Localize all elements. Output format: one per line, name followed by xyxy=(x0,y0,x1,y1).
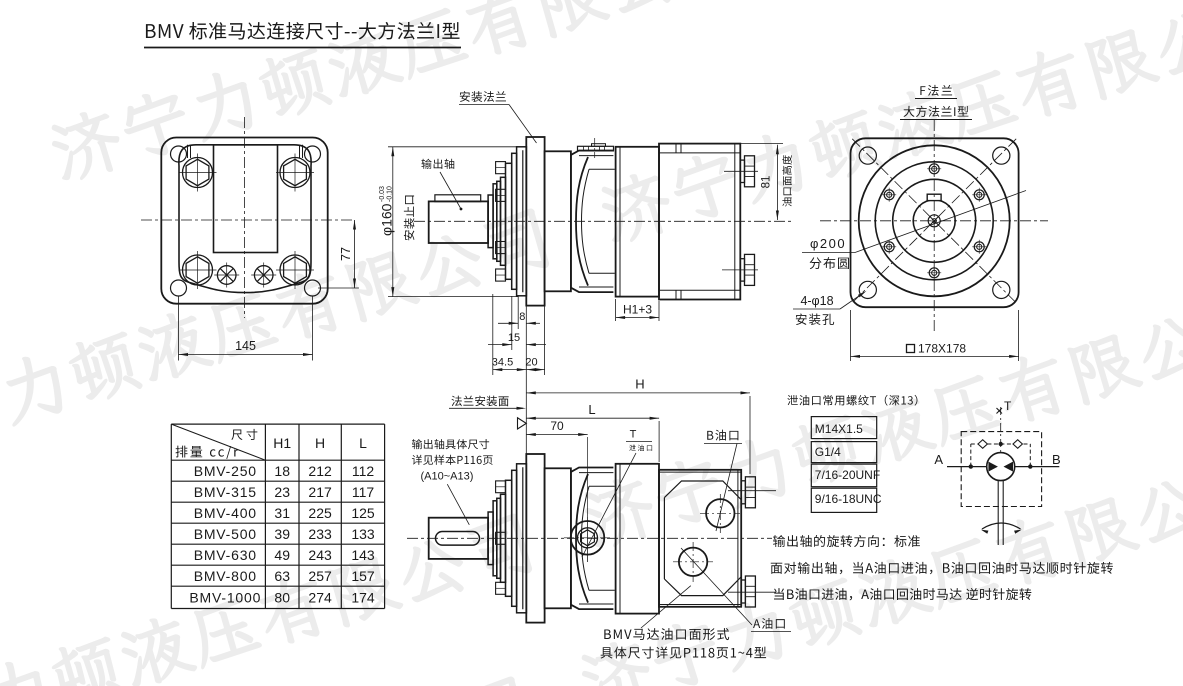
svg-text:20: 20 xyxy=(525,356,537,368)
svg-text:H: H xyxy=(635,377,644,392)
svg-text:φ200: φ200 xyxy=(810,236,846,251)
svg-text:7/16-20UNF: 7/16-20UNF xyxy=(815,468,880,482)
svg-text:18: 18 xyxy=(274,463,290,479)
svg-text:77: 77 xyxy=(339,247,353,261)
svg-text:T: T xyxy=(630,429,637,441)
svg-text:4-φ18: 4-φ18 xyxy=(800,294,833,308)
svg-text:178X178: 178X178 xyxy=(918,342,966,356)
svg-text:M14X1.5: M14X1.5 xyxy=(815,422,863,436)
svg-text:70: 70 xyxy=(550,419,564,433)
svg-text:274: 274 xyxy=(308,590,332,606)
svg-text:φ160: φ160 xyxy=(379,203,395,236)
svg-text:H1+3: H1+3 xyxy=(623,302,652,316)
svg-text:157: 157 xyxy=(351,568,375,584)
svg-text:H: H xyxy=(315,435,325,451)
svg-text:L: L xyxy=(359,435,367,451)
svg-text:A: A xyxy=(934,452,943,467)
svg-text:145: 145 xyxy=(235,339,256,353)
svg-text:8: 8 xyxy=(519,311,525,323)
svg-text:BMV-500: BMV-500 xyxy=(194,526,257,542)
svg-text:174: 174 xyxy=(351,590,375,606)
svg-text:15: 15 xyxy=(508,332,520,344)
svg-text:34.5: 34.5 xyxy=(492,356,513,368)
svg-text:T: T xyxy=(1004,399,1012,413)
svg-text:B: B xyxy=(1052,452,1061,467)
svg-text:112: 112 xyxy=(352,463,375,479)
svg-text:133: 133 xyxy=(351,526,375,542)
svg-text:217: 217 xyxy=(308,484,332,500)
svg-text:243: 243 xyxy=(308,547,332,563)
svg-text:49: 49 xyxy=(274,547,290,563)
svg-text:BMV-1000: BMV-1000 xyxy=(189,590,261,606)
svg-text:257: 257 xyxy=(308,568,332,584)
svg-text:BMV-800: BMV-800 xyxy=(194,568,257,584)
svg-text:80: 80 xyxy=(274,590,290,606)
svg-text:39: 39 xyxy=(274,526,290,542)
svg-text:G1/4: G1/4 xyxy=(815,445,841,459)
svg-text:143: 143 xyxy=(351,547,375,563)
svg-text:9/16-18UNC: 9/16-18UNC xyxy=(815,492,882,506)
svg-text:L: L xyxy=(588,402,595,417)
svg-text:H1: H1 xyxy=(273,435,291,451)
svg-text:31: 31 xyxy=(274,505,290,521)
svg-text:-0.03: -0.03 xyxy=(379,186,386,202)
svg-text:BMV-250: BMV-250 xyxy=(194,463,257,479)
svg-text:63: 63 xyxy=(274,568,290,584)
svg-text:-0.10: -0.10 xyxy=(387,186,394,202)
svg-text:(A10~A13): (A10~A13) xyxy=(421,471,474,483)
svg-text:BMV-315: BMV-315 xyxy=(194,484,257,500)
svg-text:BMV-400: BMV-400 xyxy=(194,505,257,521)
svg-text:212: 212 xyxy=(308,463,332,479)
svg-text:233: 233 xyxy=(308,526,332,542)
svg-text:125: 125 xyxy=(351,505,375,521)
svg-text:BMV-630: BMV-630 xyxy=(194,547,257,563)
svg-text:23: 23 xyxy=(274,484,290,500)
svg-text:117: 117 xyxy=(352,484,375,500)
svg-text:225: 225 xyxy=(308,505,332,521)
svg-text:81: 81 xyxy=(761,176,773,189)
